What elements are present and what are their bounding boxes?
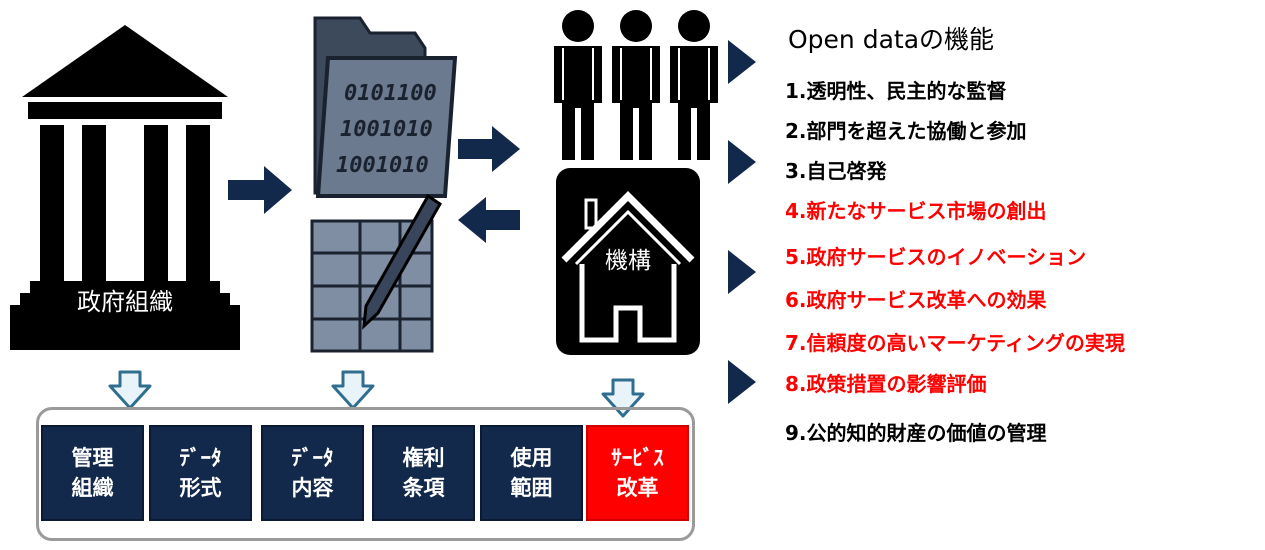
function-item: 1.透明性、民主的な監督 xyxy=(785,79,1007,103)
functions-title: Open dataの機能 xyxy=(788,25,995,54)
function-item: 2.部門を超えた協働と参加 xyxy=(785,119,1027,143)
arrow-right-icon xyxy=(458,126,520,172)
category-box-management: 管理 組織 xyxy=(41,425,144,521)
chevron-right-icon xyxy=(728,140,756,184)
arrow-down-icon xyxy=(331,370,375,410)
category-box-data-format: ﾃﾞｰﾀ 形式 xyxy=(149,425,252,521)
function-item: 6.政府サービス改革への効果 xyxy=(785,288,1047,312)
chevron-right-icon xyxy=(728,250,756,294)
binary-line: 1001010 xyxy=(336,153,429,178)
organization-label: 機構 xyxy=(605,248,651,274)
category-label: 管理 組織 xyxy=(71,446,114,500)
category-frame xyxy=(36,407,695,541)
category-box-usage-scope: 使用 範囲 xyxy=(480,425,583,521)
function-item: 5.政府サービスのイノベーション xyxy=(785,245,1087,269)
binary-line: 0101100 xyxy=(344,81,437,106)
category-label: ｻｰﾋﾞｽ 改革 xyxy=(611,446,664,500)
people-icon xyxy=(554,10,718,160)
category-label: ﾃﾞｰﾀ 内容 xyxy=(291,446,334,500)
function-item: 4.新たなサービス市場の創出 xyxy=(785,199,1047,223)
function-item: 8.政策措置の影響評価 xyxy=(785,372,987,396)
arrow-down-icon xyxy=(601,378,645,418)
function-item: 7.信頼度の高いマーケティングの実現 xyxy=(785,331,1125,355)
category-label: 使用 範囲 xyxy=(510,446,553,500)
function-item: 9.公的知的財産の価値の管理 xyxy=(785,421,1047,445)
binary-line: 1001010 xyxy=(340,117,433,142)
chevron-right-icon xyxy=(728,40,756,84)
data-document-icon: 0101100 1001010 1001010 xyxy=(310,16,458,353)
arrow-right-icon xyxy=(228,166,292,214)
category-box-service-reform: ｻｰﾋﾞｽ 改革 xyxy=(586,425,689,521)
category-label: 権利 条項 xyxy=(402,446,445,500)
function-item: 3.自己啓発 xyxy=(785,159,887,183)
government-label: 政府組織 xyxy=(77,288,173,316)
arrow-left-icon xyxy=(458,197,520,243)
category-box-rights: 権利 条項 xyxy=(372,425,475,521)
organization-house-icon xyxy=(556,168,700,355)
arrow-down-icon xyxy=(108,370,152,410)
government-building-icon xyxy=(10,25,240,350)
category-box-data-content: ﾃﾞｰﾀ 内容 xyxy=(261,425,364,521)
category-label: ﾃﾞｰﾀ 形式 xyxy=(179,446,222,500)
chevron-right-icon xyxy=(728,360,756,404)
